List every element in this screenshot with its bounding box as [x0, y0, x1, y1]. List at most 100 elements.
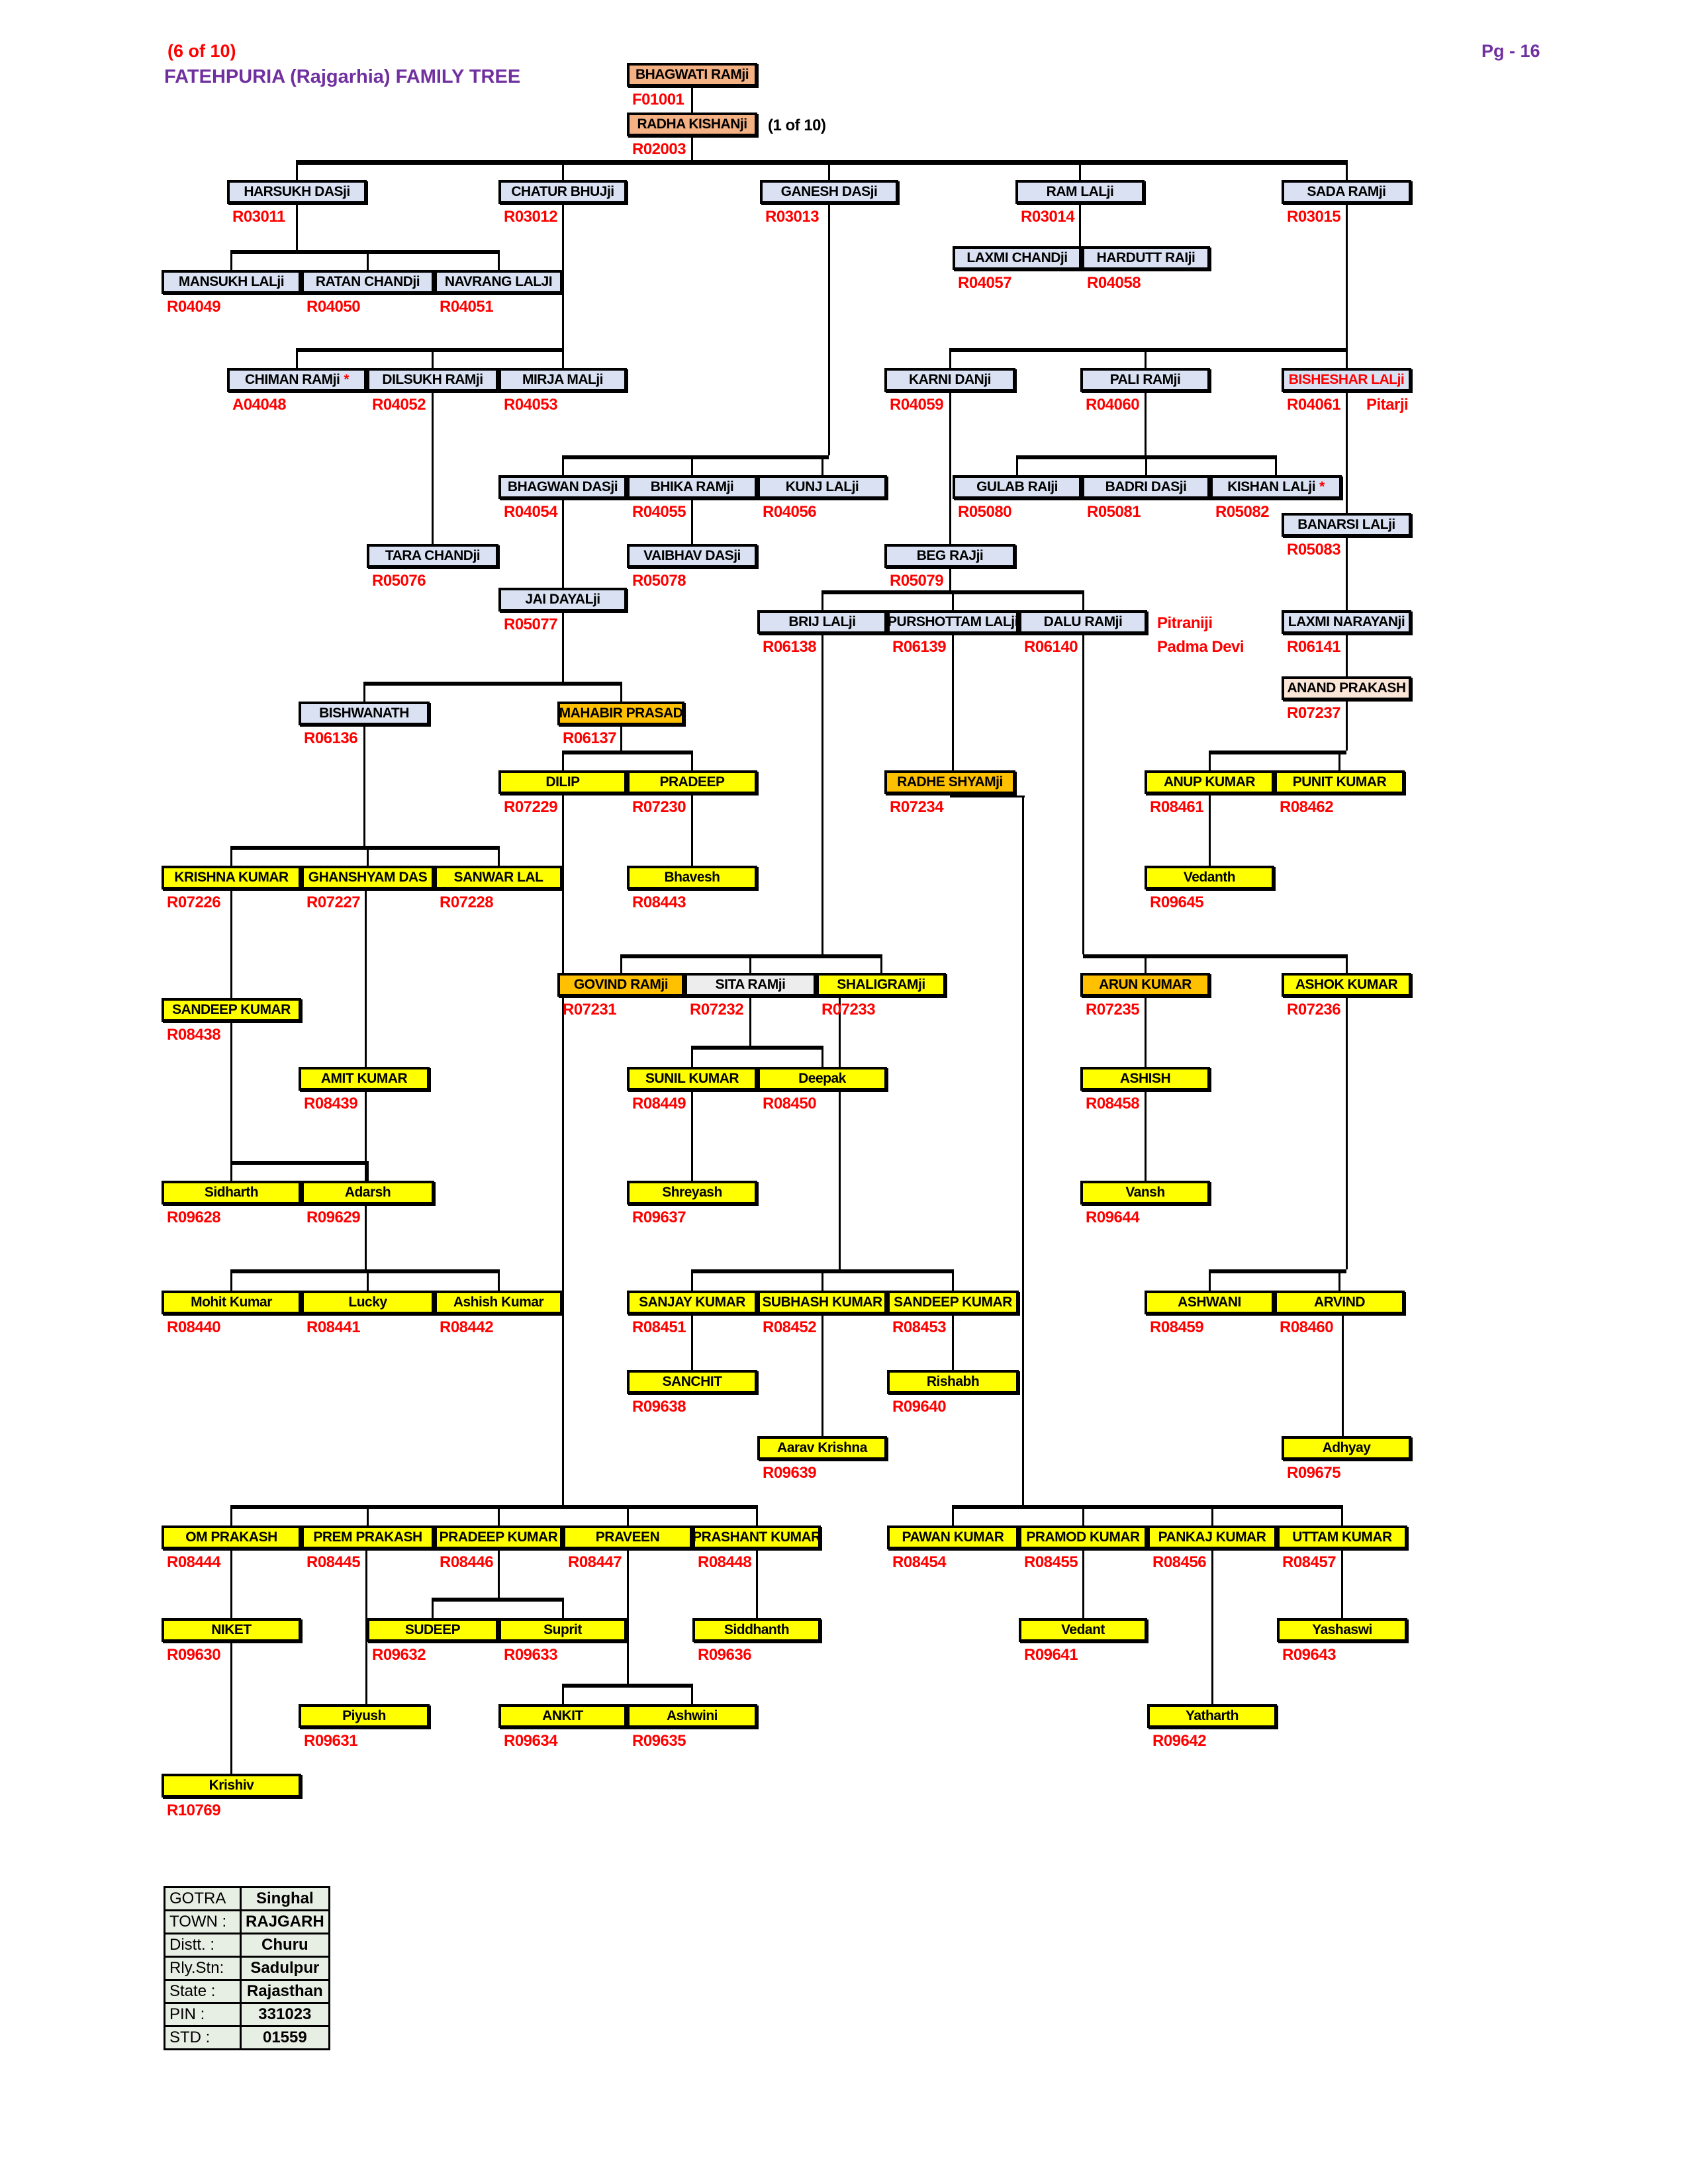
connector-horizontal	[297, 160, 1346, 165]
node-R09629: Adarsh	[301, 1181, 434, 1205]
node-label: Krishiv	[209, 1778, 254, 1793]
node-code-R08462: R08462	[1280, 798, 1334, 816]
node-R09638: SANCHIT	[627, 1370, 757, 1394]
node-label: GULAB RAIji	[976, 479, 1058, 494]
connector-vertical	[1338, 751, 1340, 770]
node-label: Suprit	[543, 1622, 582, 1637]
connector-vertical	[952, 1269, 954, 1291]
connector-horizontal	[364, 682, 621, 686]
node-label: AMIT KUMAR	[320, 1071, 408, 1086]
node-label: BHIKA RAMji	[650, 479, 734, 494]
node-code-R09636: R09636	[698, 1646, 752, 1664]
node-label: ARUN KUMAR	[1099, 977, 1192, 992]
node-R08461: ANUP KUMAR	[1145, 770, 1274, 794]
node-label: LAXMI CHANDji	[966, 250, 1068, 265]
connector-horizontal	[563, 1684, 692, 1688]
node-label: HARDUTT RAIji	[1096, 250, 1196, 265]
node-R08446: PRADEEP KUMAR	[434, 1525, 563, 1549]
node-R07230: PRADEEP	[627, 770, 757, 794]
connector-horizontal	[563, 751, 692, 754]
node-code-R08451: R08451	[632, 1318, 686, 1336]
node-label: Ashwini	[666, 1708, 718, 1723]
node-label: KUNJ LALji	[785, 479, 859, 494]
node-R08455: PRAMOD KUMAR	[1019, 1525, 1147, 1549]
node-R08442: Ashish Kumar	[434, 1291, 563, 1314]
info-value: Sadulpur	[240, 1956, 330, 1981]
node-R04054: BHAGWAN DASji	[498, 475, 627, 499]
connector-vertical	[1145, 392, 1147, 455]
connector-vertical	[691, 794, 693, 866]
node-R05080: GULAB RAIji	[953, 475, 1082, 499]
connector-vertical	[1346, 537, 1348, 610]
connector-vertical	[562, 499, 564, 588]
node-code-R04056: R04056	[763, 503, 817, 521]
node-R04050: RATAN CHANDji	[301, 270, 434, 294]
node-label: Shreyash	[662, 1185, 722, 1200]
node-code-R08461: R08461	[1150, 798, 1204, 816]
node-R08441: Lucky	[301, 1291, 434, 1314]
connector-vertical	[821, 1046, 823, 1067]
node-label: NAVRANG LALJI	[444, 274, 553, 289]
connector-vertical	[691, 1046, 693, 1067]
connector-vertical	[756, 1505, 758, 1525]
connector-vertical	[230, 1549, 232, 1618]
node-label: RATAN CHANDji	[315, 274, 420, 289]
connector-vertical	[1145, 954, 1147, 973]
connector-vertical	[620, 725, 622, 751]
node-label: DILIP	[545, 774, 580, 790]
annotation-text: Pitraniji	[1157, 614, 1213, 632]
connector-vertical	[365, 1549, 367, 1704]
node-R09639: Aarav Krishna	[757, 1436, 887, 1460]
annotation-text: Pitarji	[1366, 396, 1409, 414]
connector-vertical	[432, 1598, 434, 1618]
node-code-R09675: R09675	[1287, 1464, 1341, 1482]
node-label: JAI DAYALji	[525, 592, 600, 607]
node-label: MIRJA MALji	[522, 372, 604, 387]
node-code-R08446: R08446	[440, 1553, 494, 1571]
node-label: PRASHANT KUMAR	[692, 1529, 821, 1545]
node-code-R07228: R07228	[440, 893, 494, 911]
node-R08462: PUNIT KUMAR	[1274, 770, 1405, 794]
node-label: DILSUKH RAMji	[382, 372, 483, 387]
connector-vertical	[1341, 1505, 1343, 1525]
node-label: OM PRAKASH	[185, 1529, 277, 1545]
connector-horizontal	[231, 846, 498, 850]
node-code-R09634: R09634	[504, 1732, 558, 1750]
connector-horizontal	[563, 455, 829, 459]
node-R04058: HARDUTT RAIji	[1082, 246, 1210, 270]
connector-horizontal	[231, 250, 498, 254]
connector-vertical	[562, 160, 564, 180]
connector-horizontal	[692, 1046, 822, 1050]
connector-vertical	[821, 590, 823, 610]
connector-vertical	[562, 751, 564, 770]
connector-vertical	[756, 1549, 758, 1618]
node-R08460: ARVIND	[1274, 1291, 1405, 1314]
node-code-R07235: R07235	[1086, 1001, 1140, 1019]
node-code-R08455: R08455	[1024, 1553, 1078, 1571]
node-code-R06137: R06137	[563, 729, 617, 747]
connector-vertical	[1346, 204, 1348, 348]
node-code-R09631: R09631	[304, 1732, 358, 1750]
node-code-R03014: R03014	[1021, 208, 1075, 226]
connector-vertical	[1346, 700, 1348, 751]
node-code-R09637: R09637	[632, 1208, 686, 1226]
node-code-R08450: R08450	[763, 1095, 817, 1113]
node-label: BRIJ LALji	[788, 614, 856, 629]
connector-vertical	[230, 250, 232, 270]
node-code-R08443: R08443	[632, 893, 686, 911]
node-R08457: UTTAM KUMAR	[1277, 1525, 1407, 1549]
connector-vertical	[363, 682, 365, 702]
node-R04049: MANSUKH LALji	[162, 270, 301, 294]
node-code-R08449: R08449	[632, 1095, 686, 1113]
node-R07236: ASHOK KUMAR	[1282, 973, 1411, 997]
node-code-R09640: R09640	[892, 1398, 947, 1416]
info-label: Rly.Stn:	[164, 1956, 242, 1981]
node-R08449: SUNIL KUMAR	[627, 1067, 757, 1091]
node-code-R08447: R08447	[568, 1553, 622, 1571]
node-code-R08454: R08454	[892, 1553, 947, 1571]
connector-vertical	[498, 1269, 500, 1291]
connector-vertical	[1346, 634, 1348, 676]
connector-vertical	[1145, 1091, 1147, 1181]
node-R03013: GANESH DASji	[760, 180, 898, 204]
node-code-R07232: R07232	[690, 1001, 744, 1019]
